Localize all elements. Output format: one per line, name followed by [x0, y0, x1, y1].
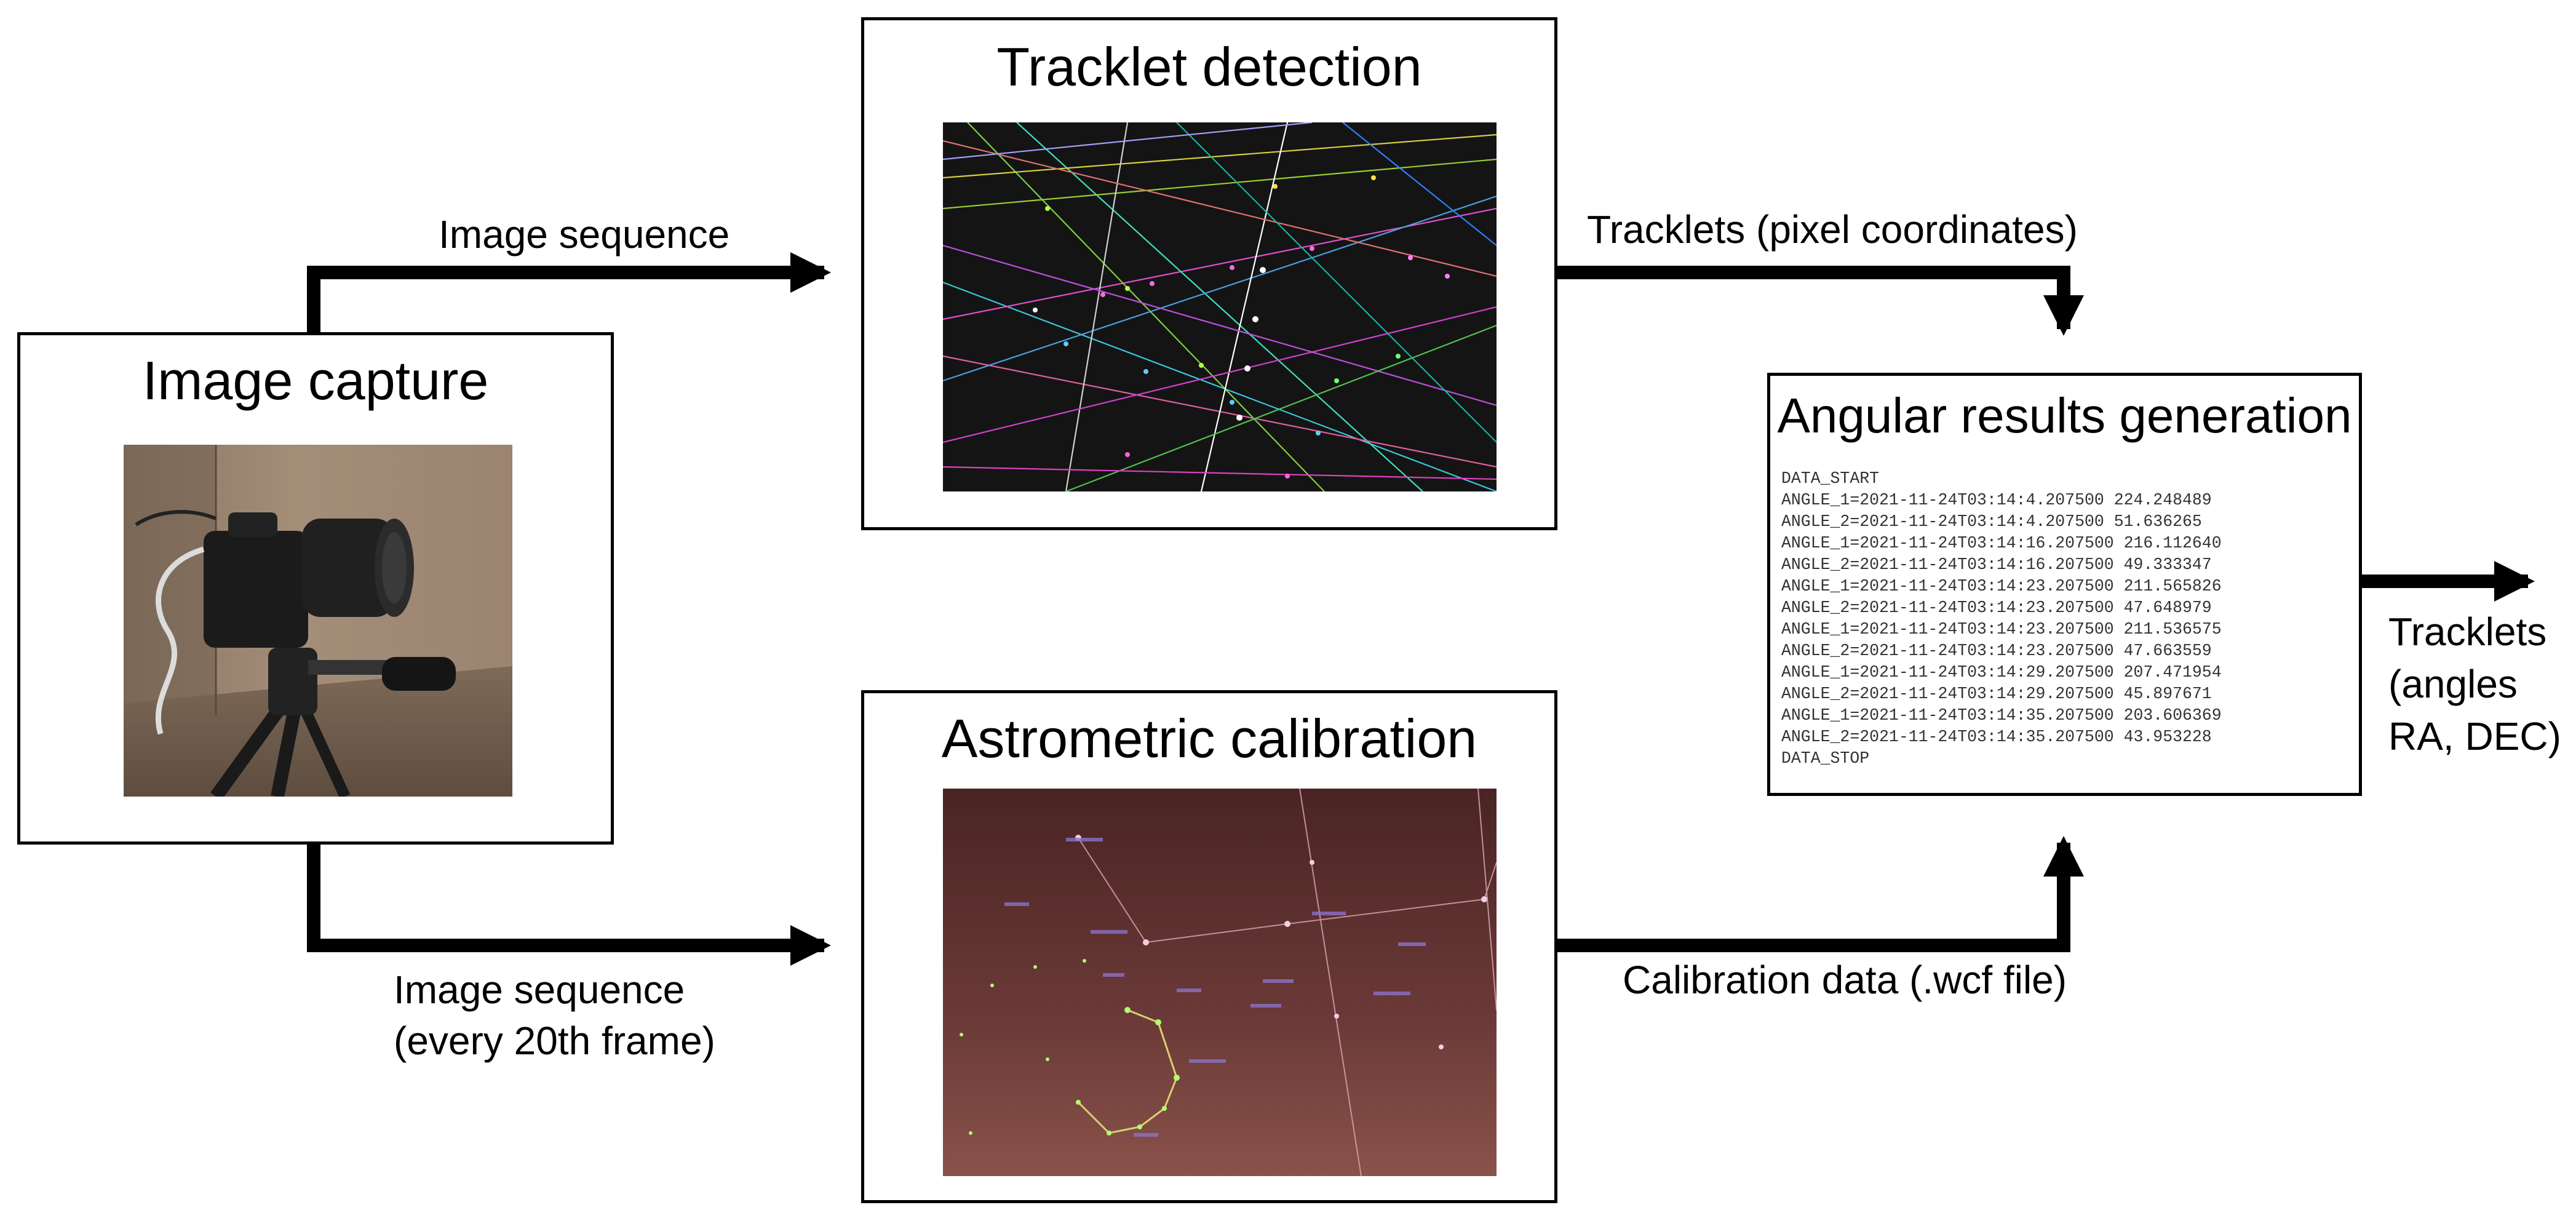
angular-results-box: Angular results generation DATA_START ANG… [1767, 373, 2362, 796]
label-capture-to-calibration: Image sequence (every 20th frame) [394, 964, 715, 1067]
image-capture-box: Image capture [17, 332, 614, 845]
data-line: ANGLE_2=2021-11-24T03:14:23.207500 47.64… [1781, 599, 2212, 617]
edge-detection-to-results [1556, 266, 2084, 336]
tracklet-detection-box: Tracklet detection [861, 17, 1557, 530]
camera-photo [124, 445, 512, 797]
data-line: ANGLE_1=2021-11-24T03:14:35.207500 203.6… [1781, 706, 2222, 725]
data-line: ANGLE_1=2021-11-24T03:14:4.207500 224.24… [1781, 491, 2212, 509]
label-detection-to-results: Tracklets (pixel coordinates) [1587, 207, 2078, 252]
data-line: ANGLE_1=2021-11-24T03:14:29.207500 207.4… [1781, 663, 2222, 682]
data-line: ANGLE_2=2021-11-24T03:14:16.207500 49.33… [1781, 555, 2212, 574]
edge-capture-to-calibration [307, 843, 831, 966]
edge-calibration-to-results [1556, 836, 2084, 952]
data-line: ANGLE_1=2021-11-24T03:14:23.207500 211.5… [1781, 577, 2222, 595]
tracklet-detection-title: Tracklet detection [996, 36, 1422, 97]
astrometric-calibration-box: Astrometric calibration [861, 690, 1557, 1203]
image-capture-title: Image capture [142, 350, 489, 411]
calibration-image [943, 789, 1497, 1176]
label-capture-to-detection: Image sequence [439, 212, 730, 257]
data-line: ANGLE_1=2021-11-24T03:14:16.207500 216.1… [1781, 534, 2222, 552]
tracklet-image [943, 122, 1497, 491]
label-results-output: Tracklets (angles RA, DEC) [2388, 606, 2561, 763]
edge-capture-to-detection [307, 252, 831, 332]
data-line: ANGLE_2=2021-11-24T03:14:4.207500 51.636… [1781, 512, 2202, 531]
data-line: ANGLE_1=2021-11-24T03:14:23.207500 211.5… [1781, 620, 2222, 638]
data-line: ANGLE_2=2021-11-24T03:14:35.207500 43.95… [1781, 728, 2212, 746]
label-capture-to-calibration-line1: Image sequence [394, 968, 685, 1012]
data-line: DATA_START [1781, 469, 1880, 488]
label-results-output-line3: RA, DEC) [2388, 714, 2561, 759]
label-results-output-line2: (angles [2388, 662, 2518, 707]
label-capture-to-calibration-line2: (every 20th frame) [394, 1019, 715, 1064]
angular-results-title: Angular results generation [1777, 388, 2352, 443]
label-calibration-to-results: Calibration data (.wcf file) [1623, 958, 2067, 1002]
data-line: DATA_STOP [1781, 749, 1870, 768]
label-results-output-line1: Tracklets [2388, 610, 2547, 654]
astrometric-calibration-title: Astrometric calibration [941, 708, 1477, 769]
data-line: ANGLE_2=2021-11-24T03:14:29.207500 45.89… [1781, 685, 2212, 703]
angle-data-block: DATA_START ANGLE_1=2021-11-24T03:14:4.207… [1781, 468, 2353, 770]
data-line: ANGLE_2=2021-11-24T03:14:23.207500 47.66… [1781, 642, 2212, 660]
